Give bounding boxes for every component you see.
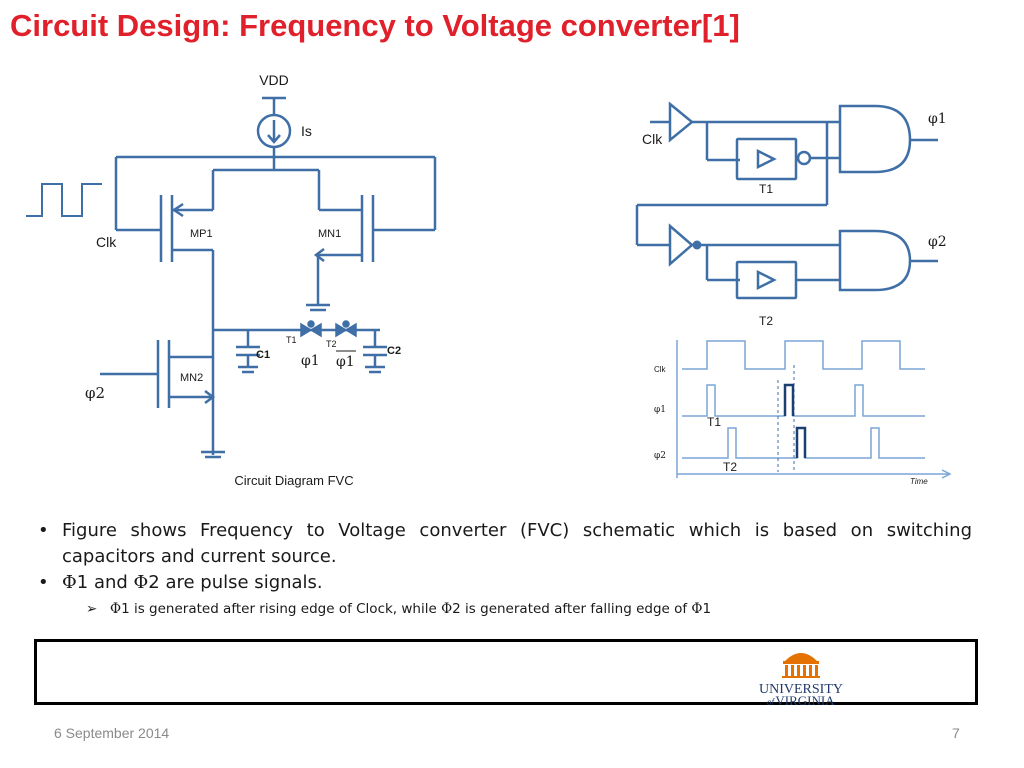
- phi-symbol: Φ: [133, 572, 149, 593]
- logo-line1: UNIVERSITY: [759, 682, 843, 697]
- slide-title: Circuit Design: Frequency to Voltage con…: [10, 8, 740, 43]
- bullet-text: 2 are pulse signals.: [148, 572, 323, 593]
- university-logo: UNIVERSITY of VIRGINIA: [759, 653, 843, 705]
- timing-time-label: Time: [910, 477, 928, 486]
- c2-label: C2: [387, 345, 401, 357]
- bullet-text: Figure shows Frequency to Voltage conver…: [62, 520, 972, 567]
- clk-label: Clk: [96, 234, 117, 250]
- timing-clk-waveform: [682, 340, 925, 370]
- is-label: Is: [301, 123, 312, 139]
- phi1-label: φ1: [301, 353, 320, 369]
- logic-phi1-label: φ1: [928, 111, 947, 127]
- sub-bullet-text: 1: [702, 601, 712, 617]
- clock-waveform-icon: [26, 183, 102, 217]
- sub-bullet-text: 2 is generated after falling edge of: [452, 601, 692, 617]
- logic-phi2-label: φ2: [928, 234, 947, 250]
- phi-symbol: Φ: [62, 572, 77, 593]
- bullet-item: • Figure shows Frequency to Voltage conv…: [38, 518, 972, 570]
- rotunda-icon: [782, 653, 820, 678]
- logic-t2-label: T2: [759, 314, 773, 328]
- logo-line2-of: of: [767, 697, 776, 705]
- c1-label: C1: [256, 349, 270, 361]
- timing-t1-label: T1: [707, 415, 721, 429]
- inverter-bubble-icon: [692, 240, 702, 250]
- pulse-generator-logic: [635, 101, 938, 300]
- phi-symbol: Φ: [441, 601, 453, 617]
- timing-phi2-waveform: [682, 427, 925, 459]
- mp1-label: MP1: [190, 228, 213, 240]
- caption-label: Circuit Diagram FVC: [234, 473, 353, 488]
- fvc-circuit: [100, 96, 437, 459]
- t1-label: T1: [286, 335, 297, 345]
- transmission-gate-t1-icon: [300, 320, 322, 338]
- bullet-item: • Φ1 and Φ2 are pulse signals.: [38, 570, 972, 596]
- sub-bullet-item: ➢ Φ1 is generated after rising edge of C…: [38, 598, 972, 620]
- logic-t1-label: T1: [759, 182, 773, 196]
- mn1-label: MN1: [318, 228, 341, 240]
- timing-phi1-waveform: [682, 384, 925, 417]
- bullet-dot-icon: •: [38, 572, 49, 593]
- phi-symbol: Φ: [110, 601, 122, 617]
- figure-area: VDD Is Clk MP1 MN1 MN2 C1 C2 T1 T2 Circu…: [26, 72, 952, 488]
- phi-symbol: Φ: [691, 601, 703, 617]
- phi2-input-label: φ2: [85, 384, 105, 402]
- bullet-text: 1 and: [76, 572, 134, 593]
- phi1-bar-label: φ1: [336, 354, 355, 370]
- footer-banner: UNIVERSITY of VIRGINIA: [34, 639, 978, 705]
- arrow-bullet-icon: ➢: [86, 601, 98, 617]
- t2-label: T2: [326, 339, 337, 349]
- timing-clk-label: Clk: [654, 365, 667, 374]
- logic-clk-label: Clk: [642, 131, 663, 147]
- logo-line2: VIRGINIA: [775, 693, 835, 705]
- timing-phi2-label: φ2: [654, 451, 666, 461]
- slide-number: 7: [952, 725, 960, 741]
- bullet-list: • Figure shows Frequency to Voltage conv…: [38, 518, 972, 620]
- vdd-label: VDD: [259, 72, 289, 88]
- timing-phi1-label: φ1: [654, 405, 666, 415]
- timing-diagram: [676, 340, 952, 479]
- bullet-dot-icon: •: [38, 520, 49, 541]
- footer-date: 6 September 2014: [54, 725, 170, 741]
- timing-t2-label: T2: [723, 460, 737, 474]
- transmission-gate-t2-icon: [335, 320, 357, 338]
- mn2-label: MN2: [180, 372, 203, 384]
- sub-bullet-text: 1 is generated after rising edge of Cloc…: [121, 601, 442, 617]
